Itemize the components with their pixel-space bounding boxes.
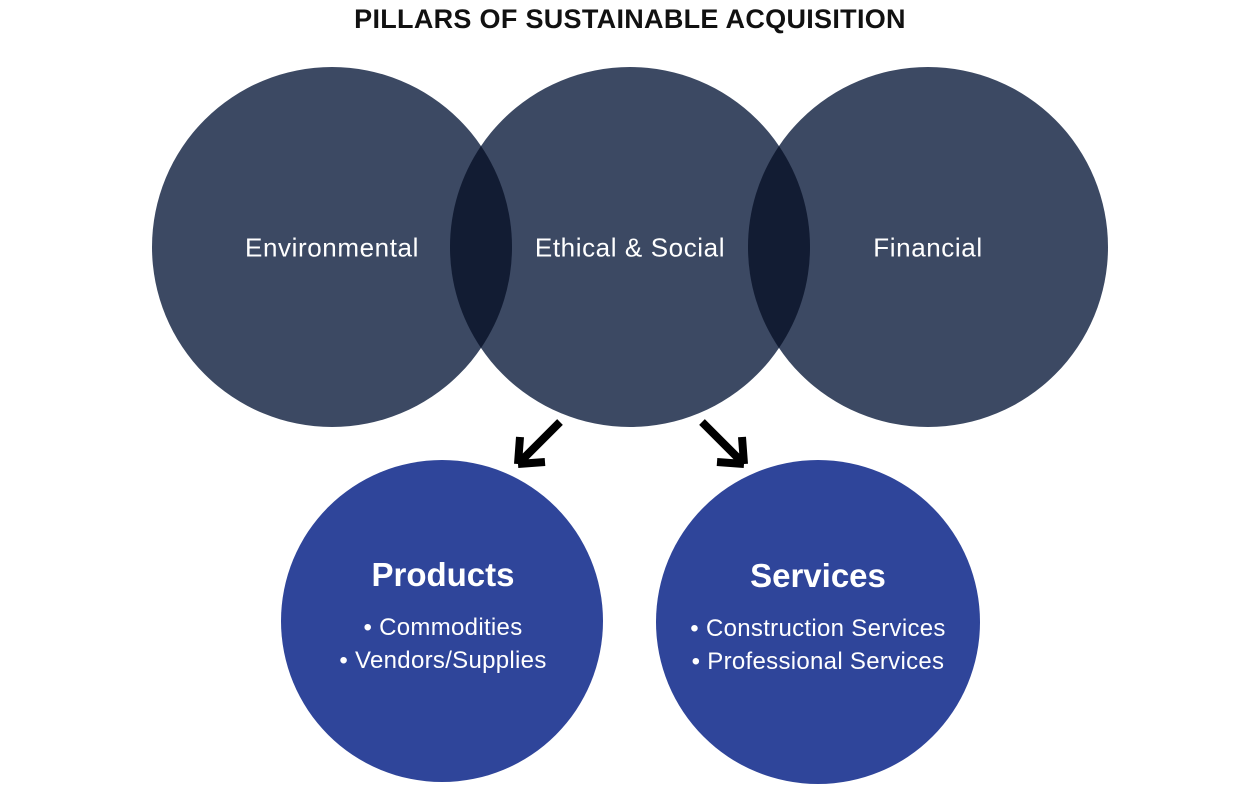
category-block-products: Products • Commodities • Vendors/Supplie… [339, 555, 546, 677]
pillar-circle-environmental [152, 67, 512, 427]
category-item: • Vendors/Supplies [339, 647, 547, 674]
arrow-down-left-icon [514, 419, 563, 468]
pillar-label-financial: Financial [873, 232, 983, 263]
category-circle-services [656, 460, 980, 784]
category-circle-products [281, 460, 603, 782]
category-title-products: Products [371, 556, 515, 593]
pillar-label-environmental: Environmental [245, 232, 419, 263]
category-item: • Professional Services [691, 648, 945, 675]
category-item: • Construction Services [690, 615, 946, 642]
category-block-services: Services • Construction Services • Profe… [690, 556, 945, 678]
pillar-circle-ethical-social [450, 67, 810, 427]
pillar-label-ethical-social: Ethical & Social [534, 232, 726, 263]
pillar-circle-financial [748, 67, 1108, 427]
diagram-title: PILLARS OF SUSTAINABLE ACQUISITION [354, 4, 906, 34]
arrow-down-right-icon [699, 419, 748, 468]
overlap-lens-right [747, 146, 811, 348]
overlap-lens-left [449, 146, 513, 348]
category-item: • Commodities [363, 614, 523, 641]
category-title-services: Services [750, 557, 886, 594]
